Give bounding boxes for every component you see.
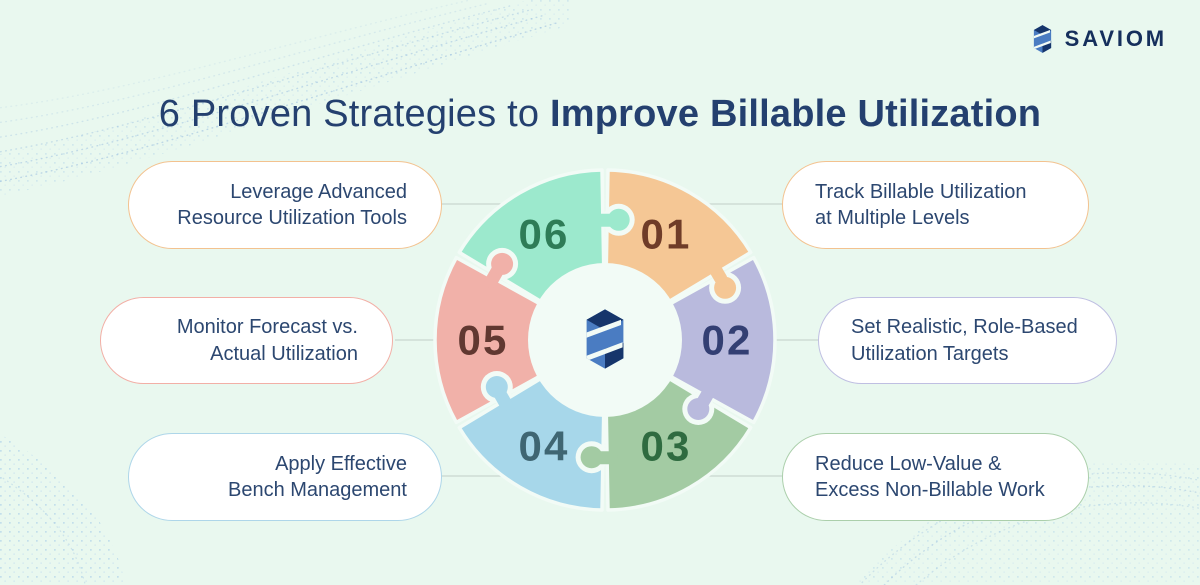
page-title: 6 Proven Strategies to Improve Billable … [0, 93, 1200, 136]
strategy-pill-01: Track Billable Utilization at Multiple L… [782, 161, 1089, 249]
wedge-numbers: 01 02 03 04 05 06 [458, 211, 753, 470]
strategy-label-line: Track Billable Utilization [815, 180, 1027, 203]
puzzle-knobs [480, 203, 742, 474]
strategy-label-line: Bench Management [227, 479, 407, 501]
strategy-label-line: Reduce Low-Value & [815, 452, 1002, 475]
dot-field-bottom-left [0, 433, 126, 585]
center-saviom-logo [584, 309, 623, 368]
wedge-number-04: 04 [519, 423, 570, 470]
dot-wave-top-left [0, 0, 570, 197]
strategy-pill-06: Leverage Advanced Resource Utilization T… [128, 161, 442, 249]
strategy-pill-04: Apply Effective Bench Management [128, 433, 442, 521]
title-prefix: 6 Proven Strategies to [158, 93, 540, 136]
knob-04 [485, 376, 508, 398]
strategy-pill-02: Set Realistic, Role-Based Utilization Ta… [818, 297, 1117, 384]
strategy-pill-05: Monitor Forecast vs. Actual Utilization [100, 297, 393, 384]
wedge-number-03: 03 [641, 423, 692, 470]
wedge-number-06: 06 [519, 211, 570, 258]
strategy-label-line: Monitor Forecast vs. [176, 316, 358, 339]
knob-02 [687, 398, 710, 420]
strategy-label-line: Utilization Targets [851, 342, 1009, 365]
knob-03 [580, 446, 603, 469]
knob-01 [714, 276, 737, 299]
strategy-label-line: Excess Non-Billable Work [815, 479, 1045, 501]
strategy-label-line: Set Realistic, Role-Based [851, 316, 1078, 339]
strategy-label-line: at Multiple Levels [815, 207, 970, 229]
saviom-logo-icon [1029, 24, 1056, 54]
wedge-number-02: 02 [702, 317, 753, 364]
wedge-number-05: 05 [458, 317, 509, 364]
strategy-label-line: Apply Effective [275, 452, 407, 475]
strategy-label-line: Leverage Advanced [230, 180, 407, 203]
brand-name: SAVIOM [1064, 26, 1167, 51]
strategy-pill-03: Reduce Low-Value & Excess Non-Billable W… [782, 433, 1089, 521]
brand-header: SAVIOM [1029, 24, 1167, 54]
wedge-number-01: 01 [641, 211, 692, 258]
title-emphasis: Improve Billable Utilization [549, 93, 1042, 136]
knob-06 [607, 208, 630, 231]
knob-05 [491, 252, 514, 275]
strategy-label-line: Actual Utilization [210, 342, 358, 365]
strategy-label-line: Resource Utilization Tools [177, 207, 407, 229]
